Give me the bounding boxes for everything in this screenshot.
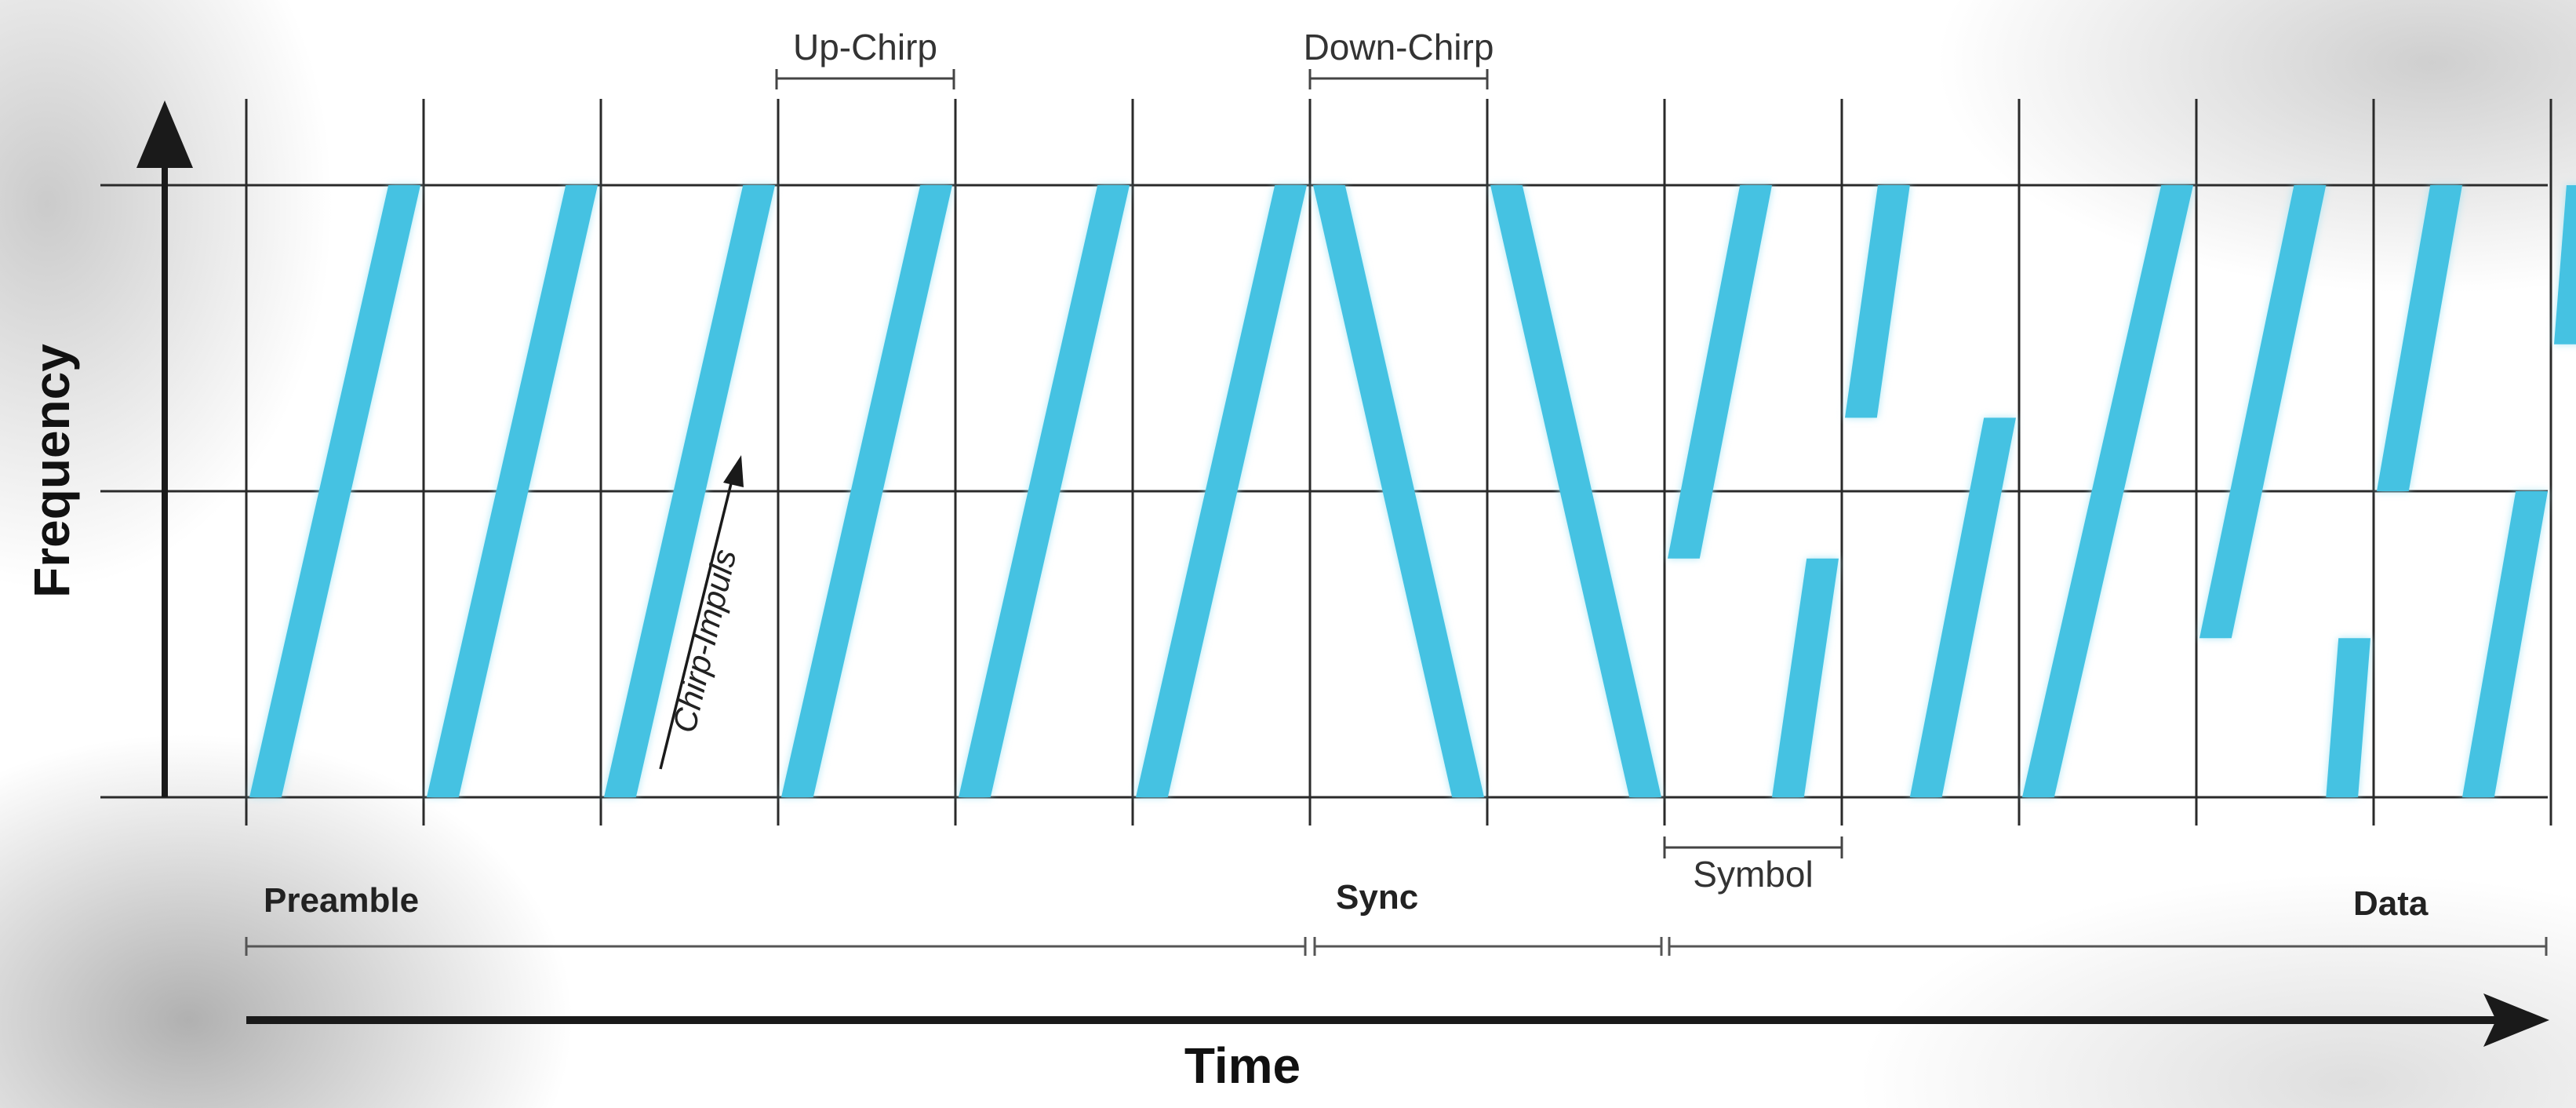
chirp-layer	[249, 185, 2576, 797]
data-up-chirp-segment	[2199, 185, 2327, 639]
data-up-chirp	[2022, 185, 2193, 797]
data-up-chirp-segment	[1845, 185, 1910, 418]
symbol-label: Symbol	[1693, 854, 1813, 895]
frequency-axis-title: Frequency	[24, 344, 80, 598]
data-up-chirp-segment	[2554, 185, 2576, 344]
chirp-impuls-arrow	[659, 455, 744, 770]
up-chirp-label: Up-Chirp	[793, 27, 937, 67]
data-label: Data	[2353, 884, 2429, 923]
data-up-chirp-wrap-segment	[1772, 558, 1839, 797]
down-chirp-label: Down-Chirp	[1304, 27, 1494, 67]
preamble-up-chirp	[781, 185, 952, 797]
preamble-up-chirp	[427, 185, 598, 797]
preamble-up-chirp	[249, 185, 420, 797]
down-chirp	[1490, 185, 1661, 797]
up-chirp-bracket	[775, 69, 955, 89]
symbol-bracket	[1663, 836, 1843, 858]
preamble-up-chirp	[604, 185, 775, 797]
time-axis-arrowhead	[2483, 993, 2549, 1047]
sync-label: Sync	[1336, 878, 1418, 917]
down-chirp-bracket	[1308, 69, 1489, 89]
data-up-chirp-wrap-segment	[2326, 638, 2370, 797]
down-chirp	[1313, 185, 1484, 797]
time-axis-title: Time	[1184, 1037, 1301, 1094]
data-up-chirp-wrap-segment	[2462, 491, 2548, 797]
data-bracket	[1668, 937, 2548, 956]
data-up-chirp-segment	[1668, 185, 1772, 559]
preamble-up-chirp	[1136, 185, 1307, 797]
preamble-up-chirp	[959, 185, 1130, 797]
data-up-chirp-segment	[2377, 185, 2462, 491]
preamble-label: Preamble	[264, 881, 419, 920]
preamble-bracket	[245, 937, 1307, 956]
frequency-axis-arrowhead	[136, 100, 193, 168]
data-up-chirp-wrap-segment	[1909, 417, 2016, 797]
sync-bracket	[1313, 937, 1663, 956]
